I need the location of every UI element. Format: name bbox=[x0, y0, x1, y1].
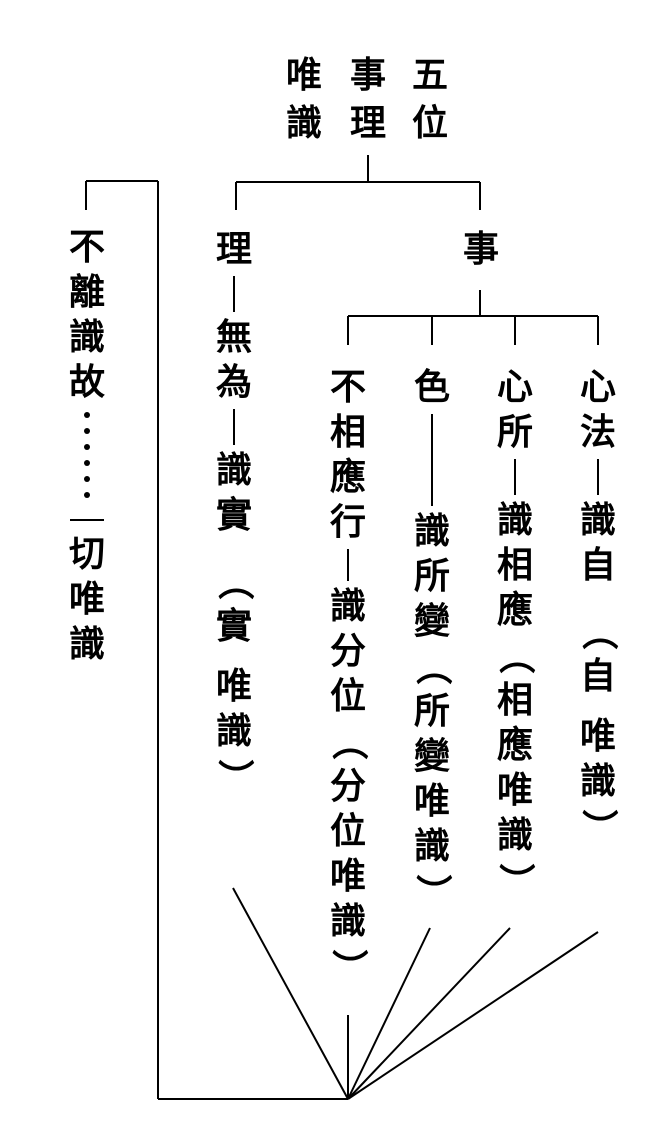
cat-paren-char: 位 bbox=[329, 811, 366, 852]
cat-paren-char: （ bbox=[411, 648, 453, 686]
cat-paren-char: 識 bbox=[329, 901, 366, 942]
cat-connector bbox=[597, 459, 599, 495]
cat-head-char: 法 bbox=[579, 412, 616, 453]
left-char: 識 bbox=[68, 317, 105, 358]
left-char: 離 bbox=[68, 272, 105, 313]
li-paren: 實 bbox=[215, 606, 252, 647]
li-paren: （ bbox=[213, 563, 255, 601]
cat-paren-char: ） bbox=[411, 873, 453, 911]
cat-paren-char: ） bbox=[494, 862, 536, 900]
cat-head-char: 行 bbox=[329, 502, 366, 543]
cat-head-char: 相 bbox=[329, 412, 366, 453]
title-char: 五 bbox=[412, 55, 449, 96]
cat-paren-char: 自 bbox=[579, 656, 616, 697]
title-char: 位 bbox=[412, 103, 449, 144]
li-column: 理 無 為 識 實 （ 實 唯 識 ） bbox=[211, 229, 257, 796]
cat-paren-char: 唯 bbox=[329, 856, 366, 897]
cat-paren-char: 分 bbox=[329, 766, 366, 807]
cat-name-char: 識 bbox=[413, 511, 450, 552]
cat-paren-char: ） bbox=[327, 948, 369, 986]
category-xinsuo: 心 所 識 相 應 （ 相 應 唯 識 ） bbox=[492, 367, 538, 900]
cat-head-char: 色 bbox=[413, 367, 450, 408]
left-char: 故 bbox=[68, 362, 105, 403]
category-se: 色 識 所 變 （ 所 變 唯 識 ） bbox=[409, 367, 455, 911]
cat-paren-char: （ bbox=[577, 613, 619, 651]
cat-paren-char: （ bbox=[494, 637, 536, 675]
cat-head-char: 應 bbox=[329, 457, 366, 498]
cat-name-char: 分 bbox=[329, 631, 366, 672]
cat-name-char: 所 bbox=[413, 556, 450, 597]
shi-char: 事 bbox=[462, 229, 499, 270]
cat-paren-char: 識 bbox=[496, 815, 533, 856]
cat-paren-char: 所 bbox=[413, 691, 450, 732]
left-column: 不 離 識 故 切 唯 識 bbox=[65, 230, 109, 663]
converge-xinfa bbox=[347, 931, 599, 1100]
title-char: 理 bbox=[350, 103, 387, 144]
li-char: 實 bbox=[215, 495, 252, 536]
cat-name-char: 應 bbox=[496, 590, 533, 631]
cat-paren-char: 唯 bbox=[413, 781, 450, 822]
li-paren: 唯 bbox=[215, 666, 252, 707]
cat-paren-char: （ bbox=[327, 723, 369, 761]
cat-name-char: 變 bbox=[413, 601, 450, 642]
cat-paren-char: 應 bbox=[496, 725, 533, 766]
li-paren: 識 bbox=[215, 711, 252, 752]
category-xinfa: 心 法 識 自 （ 自 唯 識 ） bbox=[575, 367, 621, 846]
cat-paren-char: 識 bbox=[579, 761, 616, 802]
title-char: 識 bbox=[286, 103, 323, 144]
cat-paren-char: 相 bbox=[496, 680, 533, 721]
cat-paren-char: 唯 bbox=[496, 770, 533, 811]
diagram-title: 唯 識 事 理 五 位 bbox=[268, 58, 448, 148]
cat-head-char: 不 bbox=[329, 367, 366, 408]
left-dash bbox=[70, 519, 104, 521]
cat-connector bbox=[514, 459, 516, 495]
li-connector bbox=[233, 409, 235, 445]
converge-li bbox=[232, 887, 349, 1100]
cat-paren-char: 變 bbox=[413, 736, 450, 777]
left-char: 識 bbox=[68, 624, 105, 665]
cat-head-char: 所 bbox=[496, 412, 533, 453]
cat-paren-char: ） bbox=[577, 808, 619, 846]
left-char: 切 bbox=[68, 534, 105, 575]
li-head: 理 bbox=[215, 229, 252, 270]
title-char: 事 bbox=[350, 55, 387, 96]
cat-name-char: 相 bbox=[496, 545, 533, 586]
left-char: 不 bbox=[68, 227, 105, 268]
title-char: 唯 bbox=[286, 55, 323, 96]
li-char: 無 bbox=[215, 317, 252, 358]
cat-head-char: 心 bbox=[579, 367, 616, 408]
li-char: 為 bbox=[215, 362, 252, 403]
li-paren: ） bbox=[213, 758, 255, 796]
li-connector bbox=[233, 276, 235, 312]
ellipsis-dots bbox=[84, 407, 90, 503]
cat-connector bbox=[347, 549, 349, 581]
cat-name-char: 識 bbox=[496, 500, 533, 541]
shi-head: 事 bbox=[458, 232, 504, 268]
cat-connector bbox=[431, 414, 433, 506]
cat-paren-char: 唯 bbox=[579, 716, 616, 757]
left-char: 唯 bbox=[68, 579, 105, 620]
cat-head-char: 心 bbox=[496, 367, 533, 408]
category-buxiangying: 不 相 應 行 識 分 位 （ 分 位 唯 識 ） bbox=[325, 367, 371, 986]
li-char: 識 bbox=[215, 450, 252, 491]
cat-name-char: 識 bbox=[579, 500, 616, 541]
cat-name-char: 位 bbox=[329, 676, 366, 717]
cat-name-char: 識 bbox=[329, 586, 366, 627]
converge-xinsuo bbox=[347, 927, 511, 1100]
converge-se bbox=[347, 927, 431, 1100]
cat-name-char: 自 bbox=[579, 545, 616, 586]
cat-paren-char: 識 bbox=[413, 826, 450, 867]
